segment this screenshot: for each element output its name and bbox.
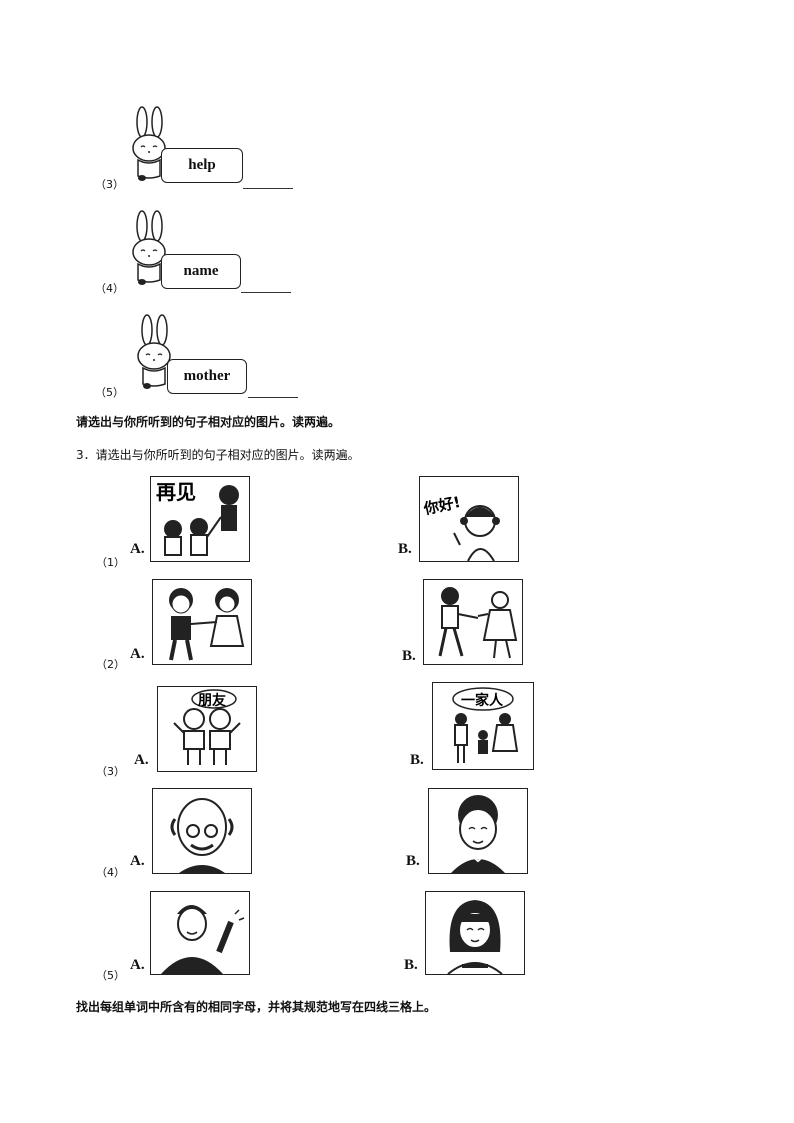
rabbit-item-4: （4） name <box>95 204 315 299</box>
picture-1a-goodbye[interactable]: 再见 <box>150 476 250 562</box>
rabbit-item-5: （5） mother <box>95 308 315 403</box>
word-card-mother: mother <box>167 359 247 394</box>
picture-5a-boy-waving[interactable] <box>150 891 250 975</box>
option-a-label[interactable]: A. <box>130 646 145 662</box>
word-card-name: name <box>161 254 241 289</box>
item-number: （5） <box>95 386 124 399</box>
rabbit-icon <box>132 106 166 181</box>
item-number: （2） <box>96 658 125 671</box>
picture-caption: 朋友 <box>197 692 226 709</box>
item-number: （3） <box>96 765 125 778</box>
question-3-title: 3．请选出与你所听到的句子相对应的图片。读两遍。 <box>76 448 360 462</box>
rabbit-item-3: （3） help <box>95 100 315 195</box>
rabbit-icon <box>132 210 166 285</box>
option-b-label[interactable]: B. <box>402 648 416 664</box>
item-number: （4） <box>96 866 125 879</box>
section-heading: 请选出与你所听到的句子相对应的图片。读两遍。 <box>76 415 341 429</box>
picture-4a-grandfather[interactable] <box>152 788 252 874</box>
option-a-label[interactable]: A. <box>130 853 145 869</box>
option-b-label[interactable]: B. <box>398 541 412 557</box>
item-number: （3） <box>95 178 124 191</box>
word-card-help: help <box>161 148 243 183</box>
picture-2a-children[interactable] <box>152 579 252 665</box>
item-number: （4） <box>95 282 124 295</box>
final-instruction: 找出每组单词中所含有的相同字母，并将其规范地写在四线三格上。 <box>76 1000 437 1014</box>
rabbit-icon <box>137 314 171 389</box>
answer-blank[interactable] <box>248 397 298 398</box>
option-a-label[interactable]: A. <box>134 752 149 768</box>
item-number: （5） <box>96 969 125 982</box>
picture-caption: 一家人 <box>461 692 504 709</box>
picture-5b-girl[interactable] <box>425 891 525 975</box>
answer-blank[interactable] <box>241 292 291 293</box>
picture-3a-friends[interactable]: 朋友 <box>157 686 257 772</box>
picture-1b-hello[interactable]: 你好! <box>419 476 519 562</box>
option-a-label[interactable]: A. <box>130 957 145 973</box>
option-b-label[interactable]: B. <box>406 853 420 869</box>
picture-4b-grandmother[interactable] <box>428 788 528 874</box>
picture-caption: 再见 <box>156 480 196 504</box>
answer-blank[interactable] <box>243 188 293 189</box>
picture-caption: 你好! <box>421 493 462 518</box>
option-b-label[interactable]: B. <box>404 957 418 973</box>
picture-2b-children[interactable] <box>423 579 523 665</box>
item-number: （1） <box>96 556 125 569</box>
picture-3b-family[interactable]: 一家人 <box>432 682 534 770</box>
option-a-label[interactable]: A. <box>130 541 145 557</box>
option-b-label[interactable]: B. <box>410 752 424 768</box>
